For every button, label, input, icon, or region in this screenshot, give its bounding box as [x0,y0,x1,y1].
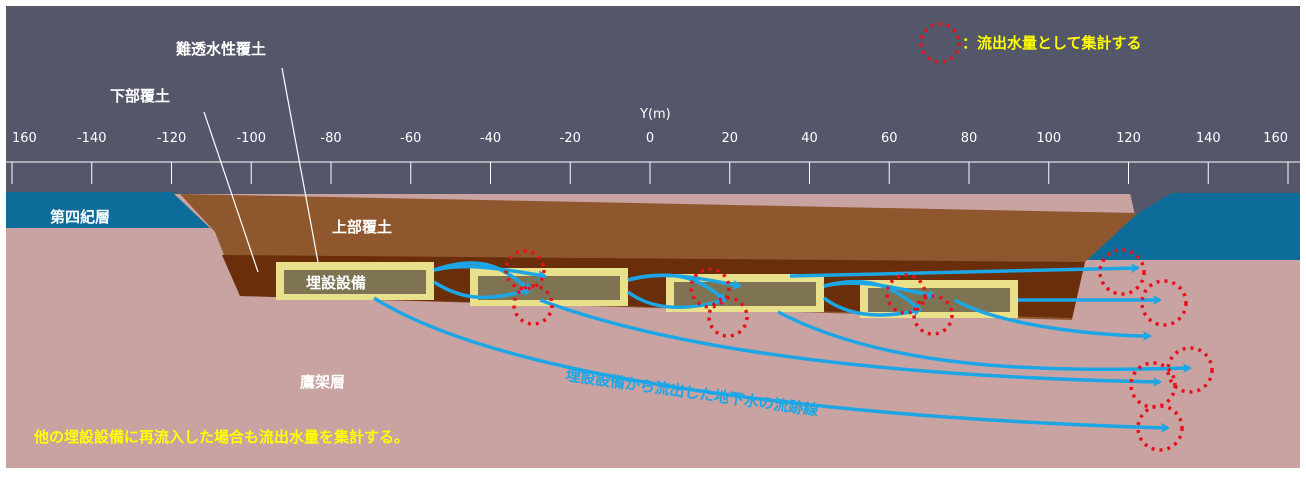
axis-tick-label: 40 [801,131,818,146]
axis-tick-label: -20 [560,131,581,146]
outflow-marker-1 [504,249,546,291]
axis-tick-label: -100 [236,131,266,146]
streamline-15 [954,298,1152,341]
axis-tick-label: 0 [646,131,654,146]
label-reinflow-note: 他の埋設設備に再流入した場合も流出水量を集計する。 [33,428,409,446]
label-quaternary: 第四紀層 [50,208,110,226]
facility-1 [276,262,434,300]
axis-tick-label: 160 [1263,131,1288,146]
axis-tick-label: -60 [400,131,421,146]
axis-tick-label: -80 [320,131,341,146]
outflow-marker-6 [912,294,954,336]
axis-tick-label: 140 [1196,131,1221,146]
streamline-13 [539,298,1162,387]
outflow-marker-2 [512,284,554,326]
outflow-markers [504,22,1214,452]
axis-label: Y(m) [639,107,671,122]
axis-tick-label: 20 [721,131,738,146]
streamline-14 [777,310,1192,374]
outflow-marker-4 [707,296,749,338]
label-buried-facility: 埋設設備 [306,274,366,292]
axis-ticks: 160 -140 -120 -100 -80 -60 -40 -20 0 20 40 60 80 100 1… [11,131,1289,184]
label-lower-cover: 下部覆土 [110,87,170,105]
label-takaga-layer: 鷹架層 [300,373,345,391]
outflow-marker-9 [1166,346,1214,394]
outflow-marker-3 [689,267,731,309]
quaternary-right [1080,193,1300,260]
quaternary-left [6,192,210,228]
axis-tick-label: 120 [1116,131,1141,146]
streamline-10 [789,263,1140,278]
leader-low-perm [281,67,319,263]
axis-tick-label: -40 [480,131,501,146]
outflow-marker-7 [1098,248,1146,296]
leader-lower-cover [203,111,259,273]
axis-tick-label: -140 [77,131,107,146]
facility-2 [470,268,628,306]
sky-right-wedge [1130,193,1172,215]
axis-tick-label: -120 [157,131,187,146]
axis-tick-label: 160 [12,131,37,146]
outflow-marker-8 [1140,279,1188,327]
legend-marker [919,22,961,64]
streamline-9 [823,281,937,300]
outflow-marker-10 [1129,361,1177,409]
streamline-12 [373,296,1170,433]
legend-text: ：流出水量として集計する [962,34,1142,52]
axis-tick-label: 60 [881,131,898,146]
axis-tick-label: 100 [1036,131,1061,146]
axis-tick-label: 80 [961,131,978,146]
label-low-perm-cover: 難透水性覆土 [176,40,266,58]
label-upper-cover: 上部覆土 [332,218,392,236]
outflow-marker-5 [885,273,927,315]
outflow-marker-11 [1136,404,1184,452]
streamline-3 [433,264,547,280]
